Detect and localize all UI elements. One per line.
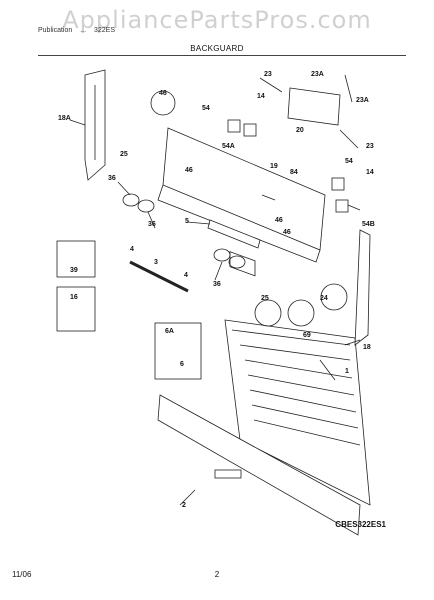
callout-84: 84: [290, 169, 298, 176]
callout-18A: 18A: [58, 115, 71, 122]
detail-46: [150, 90, 176, 116]
callout-54B: 54B: [362, 221, 375, 228]
knob-36: [122, 193, 140, 207]
callout-46-c: 46: [275, 217, 283, 224]
callout-25-b: 25: [261, 295, 269, 302]
callout-46-d: 46: [283, 229, 291, 236]
end-bracket-right: [354, 229, 371, 346]
callout-4-b: 4: [184, 272, 188, 279]
control-panel: [162, 127, 326, 251]
callout-46: 46: [159, 90, 167, 97]
publication-header: Publication ... 322ES: [38, 27, 121, 34]
trim-strip: [207, 219, 261, 249]
detail-box-6: [154, 322, 202, 380]
switch-assembly: [287, 87, 341, 126]
callout-39: 39: [70, 267, 78, 274]
diagram-code: CBES322ES1: [335, 520, 386, 529]
callout-6A: 6A: [165, 328, 174, 335]
detail-box-39: [56, 240, 96, 278]
callout-46-b: 46: [185, 167, 193, 174]
header-rule: [38, 55, 406, 56]
callout-54: 54: [202, 105, 210, 112]
detail-24: [320, 283, 348, 311]
watermark: AppliancePartsPros.com: [62, 6, 372, 34]
callout-14: 14: [257, 93, 265, 100]
detail-25-small: [254, 299, 282, 327]
detail-box-16: [56, 286, 96, 332]
callout-14-b: 14: [366, 169, 374, 176]
callout-36: 36: [108, 175, 116, 182]
back-panel: [224, 319, 371, 506]
switch-54: [227, 119, 241, 133]
callout-24: 24: [320, 295, 328, 302]
callout-69: 69: [303, 332, 311, 339]
callout-4: 4: [130, 246, 134, 253]
callout-54-b: 54: [345, 158, 353, 165]
callout-54A: 54A: [222, 143, 235, 150]
rear-panel: [157, 394, 361, 536]
callout-18: 18: [363, 344, 371, 351]
footer-date: 11/06: [12, 570, 32, 579]
callout-25: 25: [120, 151, 128, 158]
callout-23A: 23A: [311, 71, 324, 78]
callout-36-c: 36: [213, 281, 221, 288]
callout-3: 3: [154, 259, 158, 266]
callout-16: 16: [70, 294, 78, 301]
callout-23-b: 23: [366, 143, 374, 150]
callout-19: 19: [270, 163, 278, 170]
callout-1: 1: [345, 368, 349, 375]
section-title: BACKGUARD: [190, 44, 244, 53]
callout-6: 6: [180, 361, 184, 368]
callout-23: 23: [264, 71, 272, 78]
publication-rest: ...: [80, 27, 87, 34]
callout-2: 2: [182, 502, 186, 509]
publication-label: Publication: [38, 27, 73, 34]
model-partial: 322ES: [94, 27, 116, 34]
callout-20: 20: [296, 127, 304, 134]
tube-3: [129, 260, 189, 293]
callout-5: 5: [185, 218, 189, 225]
detail-69: [287, 299, 315, 327]
footer-page-number: 2: [214, 570, 220, 579]
callout-36-b: 36: [148, 221, 156, 228]
callout-23A-b: 23A: [356, 97, 369, 104]
